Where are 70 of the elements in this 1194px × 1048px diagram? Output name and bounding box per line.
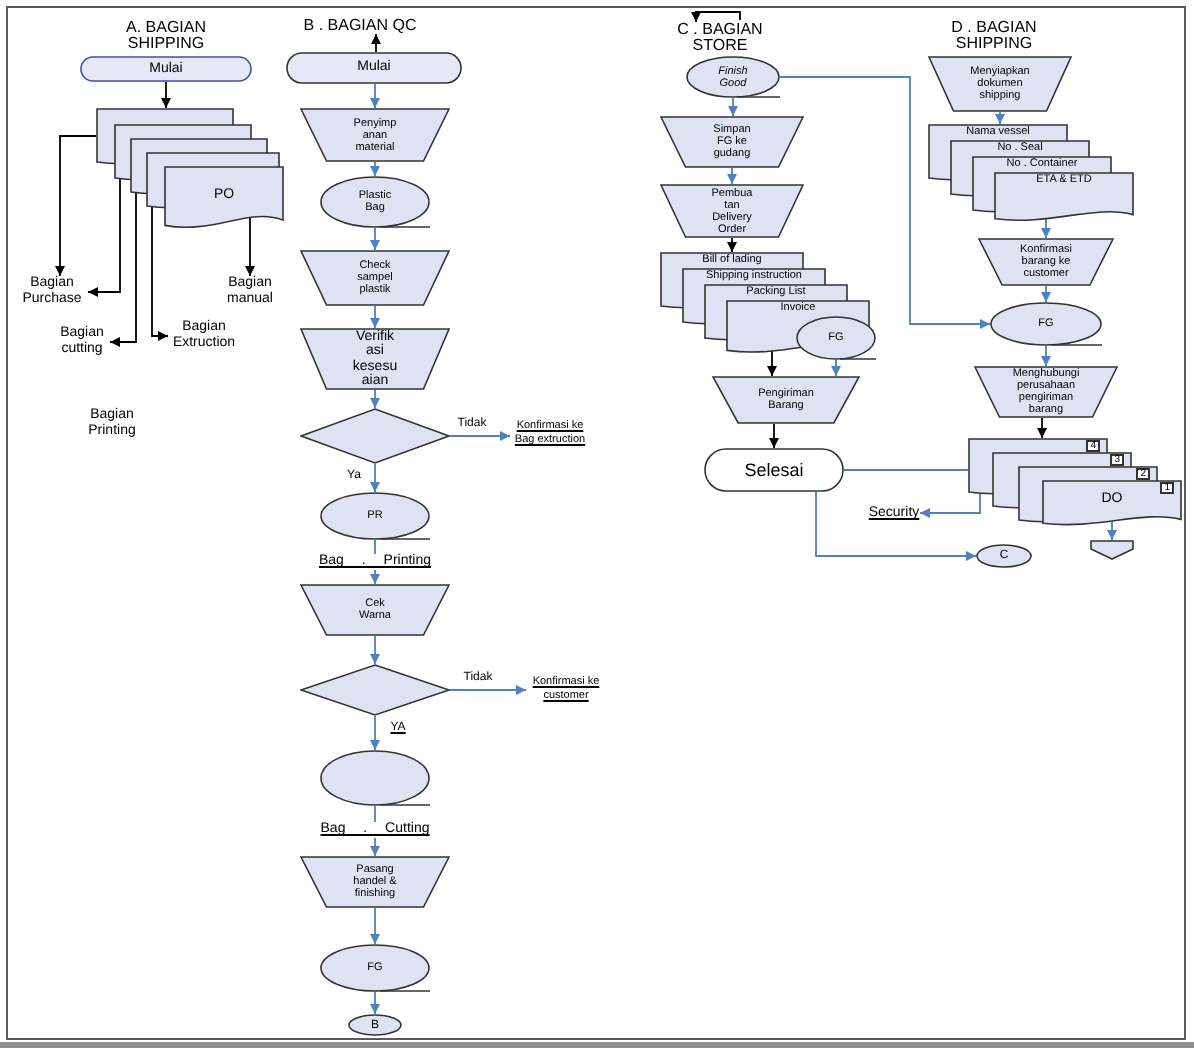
connector-line xyxy=(843,469,969,471)
arrow xyxy=(370,389,380,409)
process-ellipse xyxy=(320,944,430,992)
arrow xyxy=(1107,520,1117,541)
arrow xyxy=(370,635,380,665)
arrow xyxy=(831,359,841,377)
arrow xyxy=(370,907,380,945)
document-shape xyxy=(994,172,1134,224)
arrow xyxy=(370,715,380,751)
manual-operation-trapezoid xyxy=(974,366,1118,418)
manual-operation-trapezoid xyxy=(928,56,1072,112)
column-heading: B . BAGIAN QC xyxy=(303,18,417,34)
process-ellipse xyxy=(686,56,780,98)
terminator xyxy=(286,52,462,84)
arrow xyxy=(1041,285,1051,303)
connector-ellipse xyxy=(976,544,1032,568)
arrow xyxy=(1041,345,1051,367)
document-shape xyxy=(164,166,284,232)
manual-operation-trapezoid xyxy=(978,238,1114,286)
arrow xyxy=(1041,217,1051,239)
arrow xyxy=(370,991,380,1015)
arrow xyxy=(245,216,255,277)
arrow xyxy=(370,305,380,329)
arrow xyxy=(370,161,380,177)
off-page-connector xyxy=(1090,540,1134,560)
arrow xyxy=(449,685,527,695)
process-ellipse xyxy=(320,492,430,540)
arrow xyxy=(995,111,1005,125)
arrow xyxy=(1037,417,1047,439)
arrow xyxy=(370,463,380,493)
terminator xyxy=(704,448,844,492)
manual-operation-trapezoid xyxy=(660,116,804,168)
process-ellipse xyxy=(320,750,430,806)
manual-operation-trapezoid xyxy=(300,328,450,390)
arrow xyxy=(161,81,171,109)
terminator xyxy=(80,56,252,82)
column-heading: D . BAGIAN SHIPPING xyxy=(949,20,1039,52)
manual-operation-trapezoid xyxy=(300,250,450,306)
process-ellipse xyxy=(990,302,1102,346)
arrow xyxy=(767,350,777,377)
manual-operation-trapezoid xyxy=(712,376,860,424)
connector-ellipse xyxy=(348,1014,402,1036)
arrow xyxy=(691,11,741,23)
arrow xyxy=(151,205,169,341)
arrow xyxy=(371,33,381,53)
arrow xyxy=(87,177,121,297)
arrow xyxy=(55,135,97,277)
decision-diamond xyxy=(300,664,450,716)
manual-operation-trapezoid xyxy=(660,184,804,238)
arrow xyxy=(919,492,981,518)
arrow xyxy=(769,423,779,449)
manual-operation-trapezoid xyxy=(300,856,450,908)
arrow xyxy=(370,83,380,109)
arrow xyxy=(815,491,977,561)
arrow xyxy=(779,76,991,329)
arrow xyxy=(727,167,737,185)
process-ellipse xyxy=(320,176,430,228)
column-heading: C . BAGIAN STORE xyxy=(670,22,770,54)
arrow xyxy=(370,227,380,251)
manual-operation-trapezoid xyxy=(300,584,450,636)
terminator-text: Selesai xyxy=(744,460,804,480)
manual-operation-trapezoid xyxy=(300,108,450,162)
arrow xyxy=(728,97,738,117)
decision-diamond xyxy=(300,408,450,464)
column-heading: A. BAGIAN SHIPPING xyxy=(123,20,208,52)
arrow xyxy=(727,237,737,253)
document-shape xyxy=(1042,480,1182,528)
arrow xyxy=(449,431,511,441)
arrow xyxy=(109,191,137,347)
process-ellipse xyxy=(796,316,876,360)
